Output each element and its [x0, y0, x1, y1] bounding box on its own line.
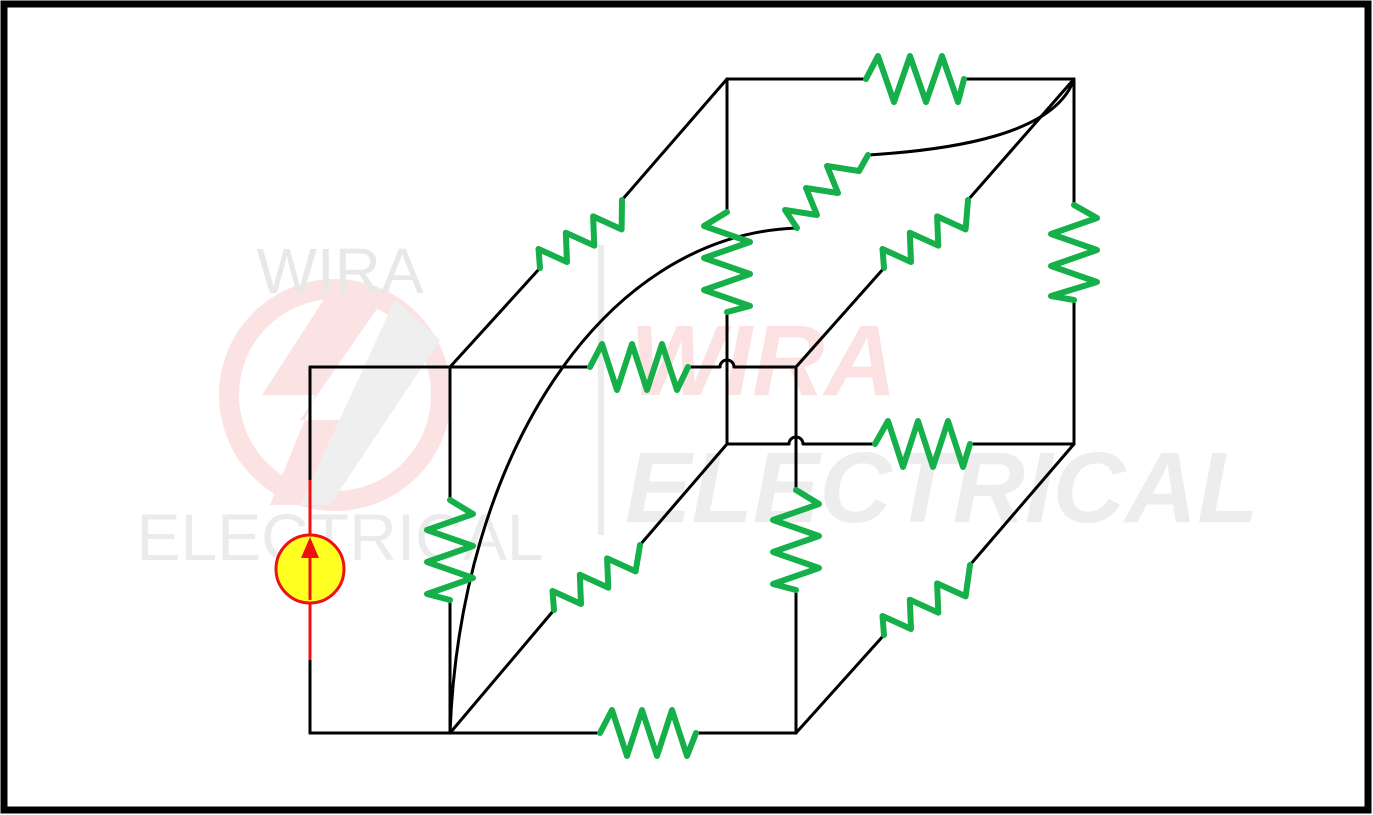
wire-diagonal-curve-upper — [866, 77, 1076, 157]
wire-diagonal-curve-lower — [448, 226, 799, 735]
current-source — [274, 480, 346, 660]
wire-depth-top-left-a — [448, 266, 542, 369]
watermark-divider — [598, 245, 604, 535]
watermark: WIRA ELECTRICAL WIRA ELECTRICAL — [136, 235, 1258, 574]
wire-back-bottom-left — [725, 435, 877, 446]
resistor-front-right — [770, 487, 822, 593]
wire-depth-top-left-b — [620, 77, 729, 202]
watermark-big-line1: WIRA — [630, 305, 897, 417]
resistor-back-bottom — [872, 418, 973, 470]
resistor-depth-bottom-right — [879, 562, 973, 638]
resistor-depth-top-left — [535, 197, 625, 271]
current-arrow-icon — [301, 537, 319, 558]
resistor-front-top — [587, 341, 691, 393]
watermark-logo-icon — [219, 279, 451, 511]
wire-depth-bottom-left-a — [448, 608, 556, 735]
resistors — [424, 53, 1100, 759]
resistor-diagonal — [782, 152, 871, 231]
watermark-big-line2: ELECTRICAL — [625, 432, 1258, 544]
resistor-back-left — [701, 209, 753, 315]
resistor-back-right — [1048, 202, 1100, 303]
wire-depth-bottom-right-a — [794, 633, 886, 735]
resistor-front-bottom — [597, 707, 699, 759]
wire-depth-top-right-a — [794, 266, 886, 369]
resistor-depth-bottom-left — [549, 542, 643, 613]
resistor-back-top — [863, 53, 967, 105]
wire-depth-top-right-b — [966, 77, 1076, 202]
wire-depth-bottom-right-b — [968, 442, 1076, 567]
wires — [308, 77, 1076, 735]
wire-depth-bottom-left-b — [638, 442, 729, 547]
watermark-logo-top: WIRA — [256, 235, 423, 307]
resistor-front-left — [424, 497, 476, 603]
resistor-depth-top-right — [879, 197, 971, 271]
